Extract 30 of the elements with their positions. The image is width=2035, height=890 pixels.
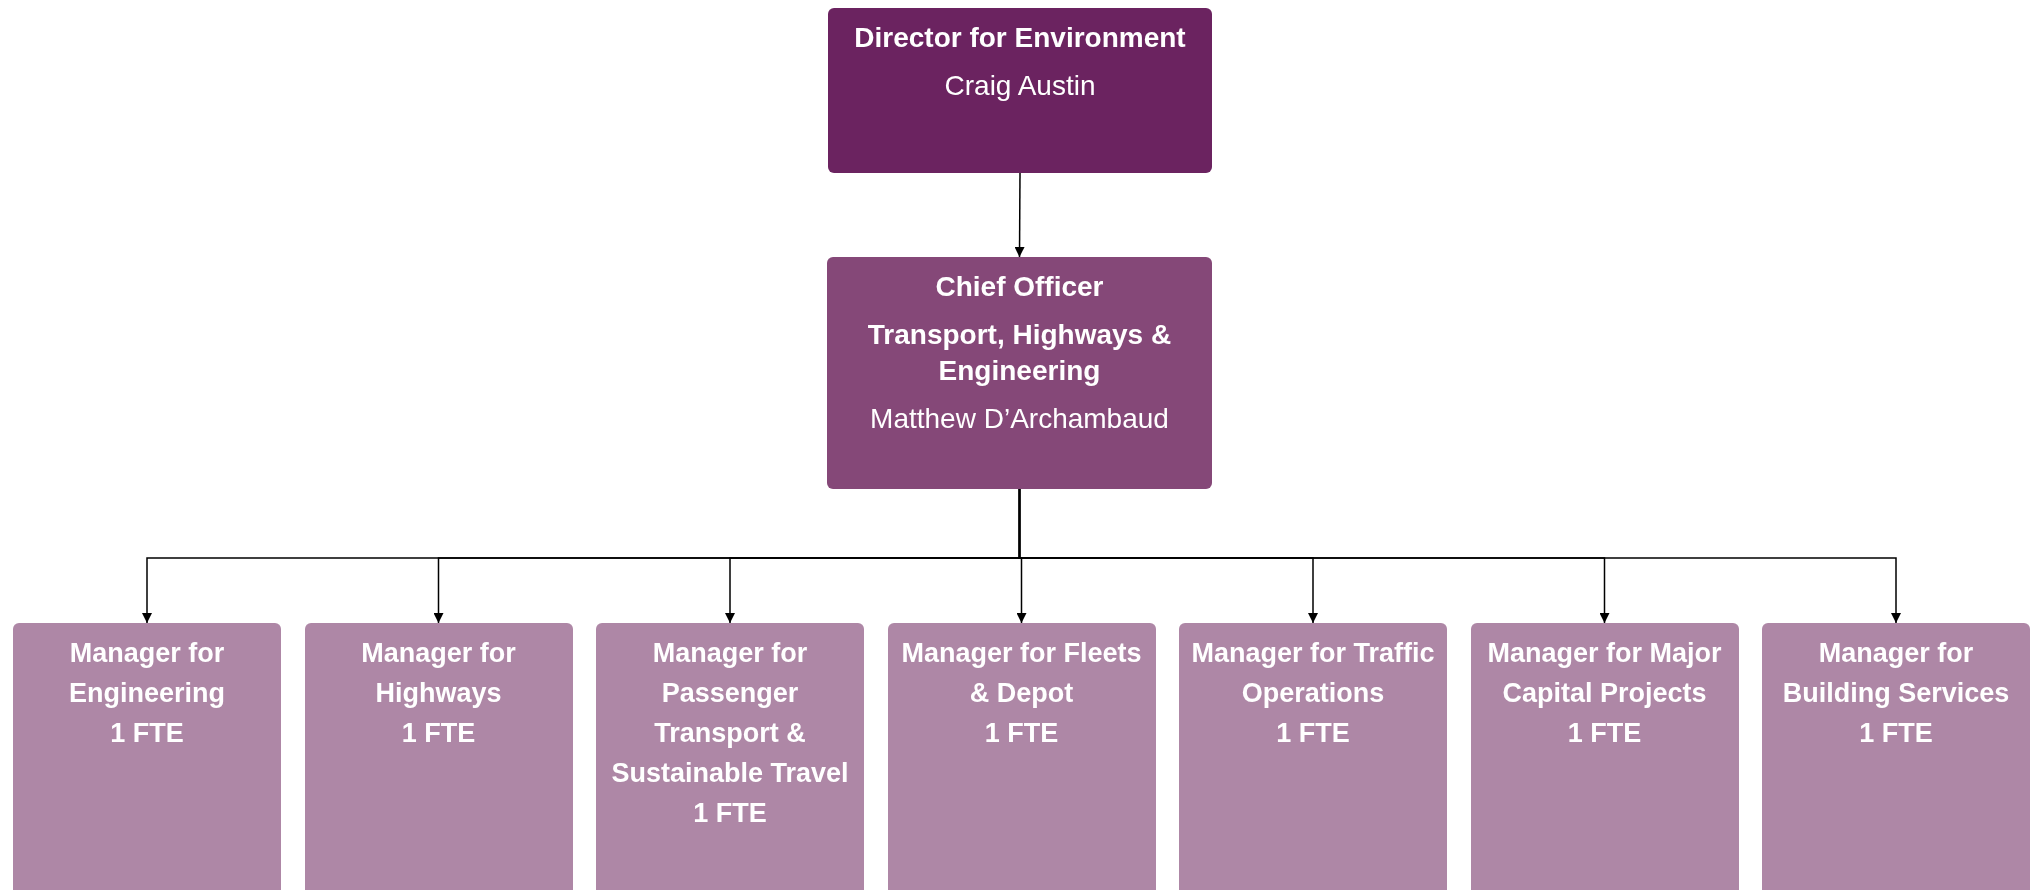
org-box	[1762, 623, 2030, 890]
person-name: Craig Austin	[944, 69, 1096, 103]
org-box	[13, 623, 281, 890]
role-title: Transport, Highways & Engineering	[866, 318, 1173, 388]
fte-count: 1 FTE	[401, 717, 476, 750]
role-title: Manager for Major Capital Projects	[1486, 637, 1723, 710]
org-box	[1470, 623, 1739, 890]
fte-count: 1 FTE	[984, 717, 1059, 750]
fte-count: 1 FTE	[110, 717, 184, 750]
org-box	[1179, 623, 1447, 890]
fte-count: 1 FTE	[1567, 717, 1642, 750]
role-title: Manager for Fleets & Depot	[900, 637, 1143, 710]
org-box	[828, 8, 1212, 173]
connector-arrow	[1018, 488, 1901, 624]
role-title: Manager for Highways	[360, 637, 517, 710]
role-title: Director for Environment	[854, 21, 1186, 55]
role-title: Manager for Engineering	[68, 637, 226, 710]
org-box	[596, 623, 864, 890]
role-title: Manager for Traffic Operations	[1190, 637, 1436, 710]
org-box	[827, 257, 1212, 489]
role-title: Chief Officer	[935, 270, 1104, 304]
fte-count: 1 FTE	[1859, 717, 1933, 750]
fte-count: 1 FTE	[1276, 717, 1350, 750]
org-box	[304, 623, 573, 890]
org-box	[887, 623, 1156, 890]
role-title: Manager for Building Services	[1781, 637, 2011, 710]
fte-count: 1 FTE	[693, 797, 767, 830]
role-title: Manager for Passenger Transport & Sustainable Travel	[610, 637, 850, 790]
person-name: Matthew D’Archambaud	[870, 402, 1169, 436]
connector-arrow	[1014, 172, 1025, 258]
